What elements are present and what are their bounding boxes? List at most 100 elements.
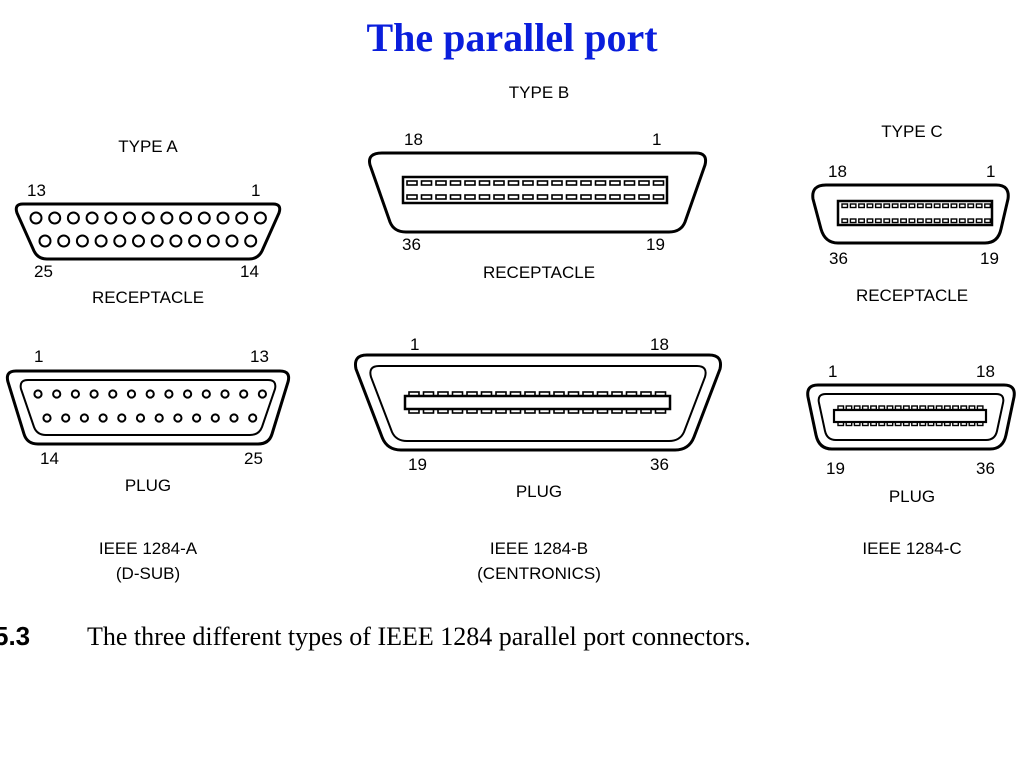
pin-contact [908, 218, 916, 224]
type-c-plug-label: PLUG [889, 487, 935, 506]
pin-contact [94, 234, 108, 248]
pin-contact [640, 391, 652, 397]
pin-contact [117, 413, 127, 423]
pin-contact [449, 194, 462, 200]
pin-contact [495, 391, 507, 397]
pin-contact [126, 389, 137, 399]
pin-contact [919, 405, 927, 411]
pin-contact [908, 203, 916, 209]
pin-contact [435, 180, 447, 186]
type-c-plug-pin-18: 18 [976, 362, 995, 381]
pin-contact [900, 203, 907, 209]
pin-contact [916, 203, 924, 209]
pin-contact [886, 421, 894, 427]
type-c-receptacle-label: RECEPTACLE [856, 286, 968, 305]
pin-contact [925, 218, 933, 224]
pin-contact [437, 408, 449, 414]
pin-contact [551, 180, 563, 186]
pin-contact [201, 389, 211, 399]
pin-contact [654, 391, 667, 397]
pin-contact [952, 421, 959, 427]
type-a-alias: (D-SUB) [116, 564, 180, 583]
type-c-receptacle-pin-19: 19 [980, 249, 999, 268]
pin-contact [257, 389, 267, 399]
type-b-label: TYPE B [509, 83, 569, 102]
type-b-plug-connector [354, 353, 722, 452]
pin-contact [244, 234, 258, 248]
pin-contact [437, 391, 449, 397]
type-b-plug-pin-18: 18 [650, 335, 669, 354]
page-title: The parallel port [366, 15, 658, 60]
pin-contact [858, 218, 865, 224]
type-a-plug-pin-25: 25 [244, 449, 263, 468]
pin-contact [894, 405, 902, 411]
pin-contact [179, 211, 193, 225]
pin-contact [57, 234, 71, 248]
pin-contact [406, 180, 418, 186]
type-c-receptacle-pin-36: 36 [829, 249, 848, 268]
pin-contact [878, 405, 886, 411]
figure-caption-text: The three different types of IEEE 1284 p… [87, 622, 751, 651]
pin-contact [960, 421, 968, 427]
pin-contact [919, 421, 927, 427]
pin-contact [493, 180, 505, 186]
pin-contact [420, 194, 433, 200]
pin-contact [958, 203, 966, 209]
pin-contact [408, 408, 420, 414]
connector-diagram: TYPE A 13 1 25 14 RECEPTACLE 1 13 14 25 … [5, 83, 1016, 583]
pin-contact [79, 413, 90, 423]
pin-contact [536, 180, 549, 186]
pin-contact [85, 211, 99, 225]
pin-contact [565, 180, 578, 186]
pin-contact [52, 389, 62, 399]
pin-contact [480, 408, 493, 414]
type-b-receptacle-label: RECEPTACLE [483, 263, 595, 282]
pin-contact [253, 211, 267, 225]
pin-contact [478, 180, 491, 186]
pin-contact [406, 194, 418, 200]
pin-contact [422, 391, 435, 397]
pin-contact [507, 194, 520, 200]
type-a-receptacle-connector [14, 202, 282, 261]
pin-contact [553, 391, 565, 397]
pin-contact [638, 180, 650, 186]
pin-contact [596, 408, 609, 414]
pin-contact [435, 194, 447, 200]
pin-contact [594, 180, 607, 186]
pin-contact [960, 405, 968, 411]
type-b-alias: (CENTRONICS) [477, 564, 601, 583]
pin-contact [61, 413, 71, 423]
pin-contact [845, 405, 853, 411]
pin-contact [845, 421, 853, 427]
figure-number: 5.3 [0, 621, 31, 651]
pin-contact [553, 408, 565, 414]
pin-contact [538, 391, 551, 397]
pin-contact [968, 405, 976, 411]
pin-contact [480, 391, 493, 397]
pin-contact [609, 194, 621, 200]
pin-contact [478, 194, 491, 200]
pin-contact [625, 391, 638, 397]
pin-contact [984, 203, 991, 209]
type-a-standard: IEEE 1284-A [99, 539, 198, 558]
pin-contact [451, 408, 464, 414]
pin-contact [853, 421, 861, 427]
type-b-receptacle-pin-18: 18 [404, 130, 423, 149]
pin-contact [902, 405, 910, 411]
pin-contact [197, 211, 211, 225]
pin-contact [183, 389, 193, 399]
pin-contact [927, 421, 935, 427]
pin-contact [841, 218, 849, 224]
pin-contact [652, 194, 665, 200]
type-a-receptacle-pin-1: 1 [251, 181, 260, 200]
pin-contact [952, 405, 959, 411]
pin-contact [625, 408, 638, 414]
pin-contact [935, 405, 943, 411]
pin-contact [451, 391, 464, 397]
pin-contact [225, 234, 239, 248]
pin-contact [861, 421, 869, 427]
type-b-receptacle-connector [368, 151, 708, 234]
type-c-label: TYPE C [881, 122, 942, 141]
pin-contact [536, 194, 549, 200]
pin-contact [933, 203, 941, 209]
